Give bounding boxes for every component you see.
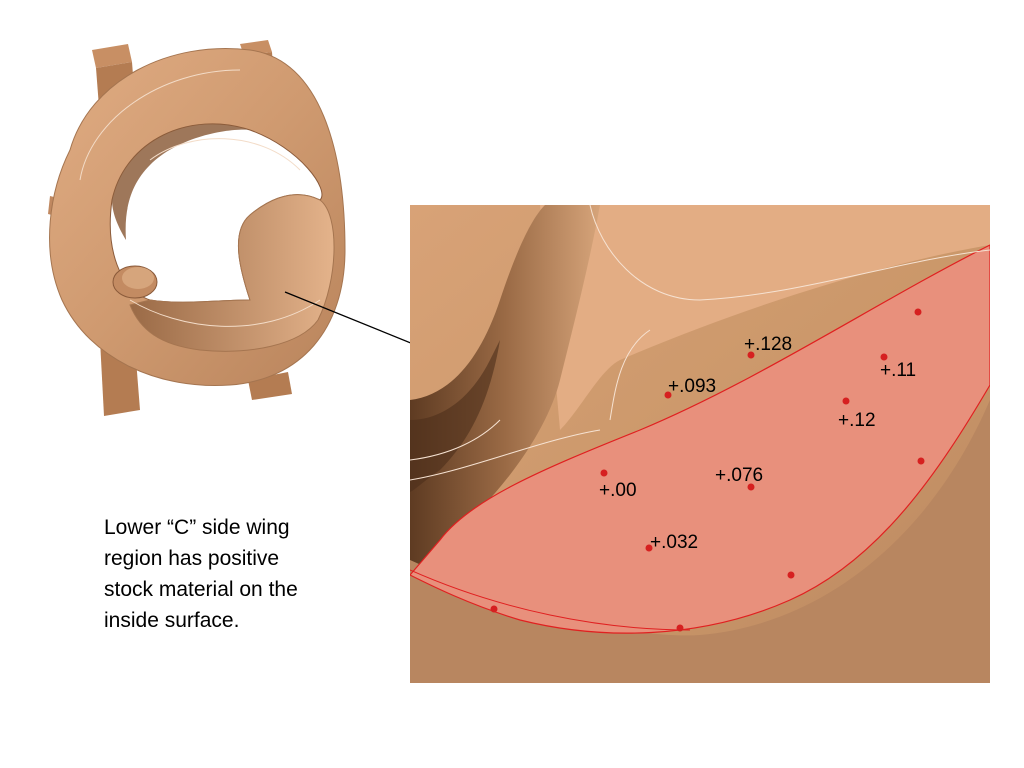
measurement-label: +.12 xyxy=(838,410,876,431)
measurement-label: +.093 xyxy=(668,376,717,397)
measurement-label: +.11 xyxy=(880,360,917,381)
caption-line: Lower “C” side wing xyxy=(104,516,290,539)
caption-line: region has positive xyxy=(104,547,280,570)
measurement-label: +.128 xyxy=(744,334,793,355)
slide-caption: Lower “C” side wing region has positive … xyxy=(104,512,364,636)
measurement-label: +.032 xyxy=(650,532,699,553)
caption-line: inside surface. xyxy=(104,609,240,632)
measurement-label: +.00 xyxy=(599,480,637,501)
caption-line: stock material on the xyxy=(104,578,298,601)
measurement-label: +.076 xyxy=(715,465,764,486)
